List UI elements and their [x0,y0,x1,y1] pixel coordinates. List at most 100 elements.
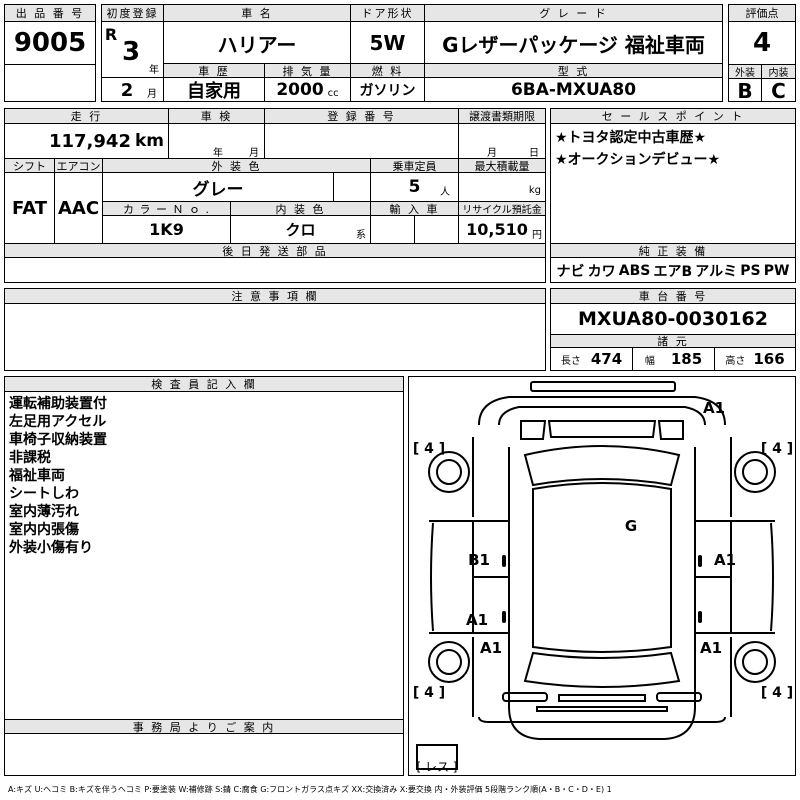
inspection-year-unit: 年 [213,148,223,158]
front-inner [498,406,706,426]
car-name-value: ハリアー [164,22,351,64]
lot-number-blank [5,64,95,102]
lot-number-box: 出 品 番 号 9005 [4,4,96,102]
registration-number-label: 登 録 番 号 [265,109,459,124]
notes-label: 注 意 事 項 欄 [5,289,545,304]
tire-rr-label: [ 4 ] [760,685,794,701]
color-no-value: 1K9 [103,216,231,243]
height-cell: 高さ 166 [715,348,795,370]
spare-label: [ レス ] [417,759,457,774]
transfer-deadline-cell: 月 日 [459,124,545,158]
mark-front-right: A1 [702,399,726,417]
mark-left-rear-fender: A1 [479,639,503,657]
era-value: R [104,25,118,43]
import-cell-2 [415,216,459,243]
side-left-lines [429,520,473,634]
equipment-item: ABS [618,262,651,279]
transfer-deadline-label: 譲渡書類期限 [459,109,545,124]
sales-point-1: ★トヨタ認定中古車歴★ [555,130,707,146]
capacity-label: 乗車定員 [371,158,459,173]
equipment-item: PS [740,262,761,279]
later-parts-value [5,258,545,282]
grade-value: Gレザーパッケージ 福祉車両 [442,32,705,57]
equipment-item: ナビ [556,263,585,280]
chassis-number-label: 車 台 番 号 [551,289,795,304]
capacity-cell: 5 人 [371,173,459,201]
equipment-item: アルミ [695,263,738,280]
inspector-note: 非課税 [9,450,51,466]
car-diagram-box: [ 4 ] [ 4 ] [ 4 ] [ 4 ] [ レス ] A1 G B1 A… [408,376,796,776]
wheel-rr-inner [742,649,768,675]
door-rr-side [694,576,732,634]
side-right-curve [770,522,774,632]
lot-number-label: 出 品 番 号 [5,5,95,22]
rear-lamp-left [502,692,548,702]
rear-plate [558,694,646,702]
notes-box: 注 意 事 項 欄 [4,288,546,371]
length-cell: 長さ 474 [551,348,633,370]
door-rl-side [472,576,510,634]
office-notes-label: 事 務 局 よ り ご 案 内 [5,719,403,734]
exterior-grade-label: 外装 [729,64,762,79]
inspector-note: 左足用アクセル [9,414,107,430]
recycle-label: リサイクル預託金 [459,201,545,216]
mileage-cell: 117,942 km [5,124,169,158]
inspector-note: 外装小傷有り [9,540,93,556]
max-load-cell: kg [459,173,545,201]
inspector-note: 車椅子収納装置 [9,432,107,448]
front-bumper [530,381,676,392]
length-label: 長さ [560,355,581,367]
divider [163,22,164,102]
interior-grade-label: 内装 [762,64,795,79]
vehicle-info-box: 初度登録 車 名 ドア形状 グ レ ー ド R 3 年 2 月 ハリアー 5W … [101,4,723,102]
rear-window [523,651,681,688]
wheel-fl [428,451,470,493]
inspector-note: 室内内張傷 [9,522,79,538]
door-type-value: 5W [351,22,425,64]
wheel-rl-inner [436,649,462,675]
exterior-color-value: グレー [192,179,244,200]
score-label: 評価点 [729,5,795,22]
wheel-fr-inner [742,459,768,485]
model-code-value: 6BA-MXUA80 [510,80,637,100]
wheel-rr [734,641,776,683]
inspector-note: シートしわ [9,486,79,502]
width-value: 185 [670,350,703,368]
inspection-month-unit: 月 [249,148,259,158]
displacement-label: 排 気 量 [265,63,351,78]
grille [547,420,657,438]
equipment-item: PW [763,262,790,279]
sales-point-2: ★オークションデビュー★ [555,152,721,168]
equipment-item: カワ [587,263,616,280]
sales-equipment-box: セ ー ル ス ポ イ ン ト ★トヨタ認定中古車歴★ ★オークションデビュー★… [550,108,796,283]
import-cell-1 [371,216,415,243]
aircon-label: エアコン [55,158,103,173]
model-code-label: 型 式 [425,63,722,78]
divider [102,77,164,78]
width-label: 幅 [644,355,655,367]
rear-outline [478,716,726,723]
lot-number-value: 9005 [13,28,87,58]
tire-fr-label: [ 4 ] [760,441,794,457]
import-label: 輸 入 車 [371,201,459,216]
mark-roof: G [624,517,638,535]
genuine-equipment-label: 純 正 装 備 [551,243,795,258]
rear-bumper [536,706,668,712]
mark-left-front-door: B1 [468,551,490,569]
details-box: 走 行 車 検 登 録 番 号 譲渡書類期限 117,942 km 年 月 月 … [4,108,546,283]
displacement-value: 2000 [276,80,324,100]
car-diagram [416,381,776,770]
interior-color-label: 内 装 色 [231,201,371,216]
car-name-label: 車 名 [164,5,351,22]
mileage-label: 走 行 [5,109,169,124]
yen-unit: 円 [532,230,542,241]
year-value: 3 [121,37,141,67]
tire-fl-label: [ 4 ] [412,441,446,457]
mark-left-rear-door: A1 [465,611,489,629]
length-value: 474 [590,350,623,368]
history-label: 車 歴 [164,63,265,78]
inspector-notes-list: 運転補助装置付 左足用アクセル 車椅子収納装置 非課税 福祉車両 シートしわ 室… [9,395,107,557]
month-suffix: 月 [147,88,157,100]
equipment-list: ナビ カワ ABS エアB アルミ PS PW [551,259,795,282]
spare-frame [416,744,458,770]
